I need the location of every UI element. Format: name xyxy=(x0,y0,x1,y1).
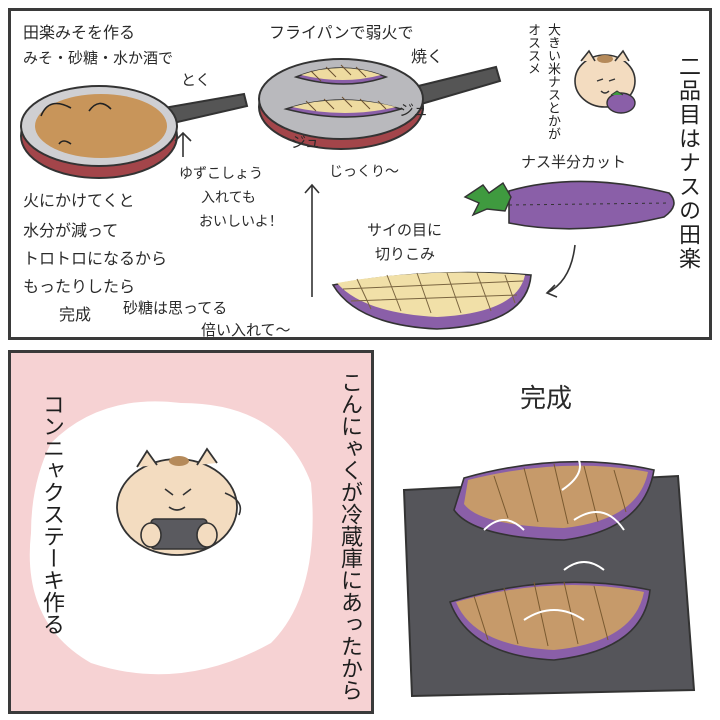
miso-ingredients: みそ・砂糖・水か酒で xyxy=(23,49,174,67)
score-label-line2: 切りこみ xyxy=(375,245,436,263)
heat-instruction-line4: もったりしたら xyxy=(23,277,136,296)
pan-heading-line1: フライパンで弱火で xyxy=(269,23,414,42)
top-comic-panel: 田楽みそを作る みそ・砂糖・水か酒で とく ゆずこしょう 入れても おいしいよ！… xyxy=(8,8,712,340)
vertical-text-left: コンニャクステーキ作る xyxy=(39,393,64,635)
sizzle-sound-2: ジュ xyxy=(291,133,320,151)
miso-heading: 田楽みそを作る xyxy=(23,23,136,42)
cut-half-label: ナス半分カット xyxy=(521,153,627,171)
arrow-up-icon xyxy=(174,131,192,157)
arrow-curved-icon xyxy=(545,244,576,298)
yuzu-note-line1: ゆずこしょう xyxy=(179,166,263,182)
miso-pan-illustration xyxy=(20,85,249,179)
sugar-note-line1: 砂糖は思ってる xyxy=(123,299,228,317)
heat-instruction-line5: 完成 xyxy=(59,305,92,324)
yuzu-note-line3: おいしいよ！ xyxy=(199,214,283,230)
vertical-text-right: こんにゃくが冷蔵庫にあったから xyxy=(337,371,362,701)
sizzle-sound-1: ジュ xyxy=(399,101,428,119)
bottom-left-comic-panel: こんにゃくが冷蔵庫にあったから コンニャクステーキ作る xyxy=(8,350,374,714)
bottom-right-comic-area: 完成 xyxy=(384,350,712,714)
arrow-up-icon xyxy=(304,183,320,297)
heat-instruction-line3: トロトロになるから xyxy=(23,249,168,268)
eggplant-illustration xyxy=(463,180,675,230)
done-label: 完成 xyxy=(520,384,573,414)
sugar-note-line2: 倍い入れて～ xyxy=(201,321,291,339)
yuzu-note-line2: 入れても xyxy=(201,190,256,206)
slowly-note: じっくり～ xyxy=(329,164,399,180)
pig-holding-konjac-icon xyxy=(116,447,242,556)
heat-instruction-line1: 火にかけてくと xyxy=(23,191,135,210)
recommend-note-line1: 大きい米ナスとかが xyxy=(545,23,560,140)
score-label-line1: サイの目に xyxy=(367,221,443,239)
pig-character-icon xyxy=(574,49,636,114)
plated-eggplant-dengaku-illustration xyxy=(402,441,696,698)
scored-eggplant-illustration xyxy=(331,271,532,330)
panel-title: 二品目はナスの田楽 xyxy=(675,55,700,271)
heat-instruction-line2: 水分が減って xyxy=(23,221,119,240)
miso-dissolve: とく xyxy=(181,71,211,89)
recommend-note-line2: オススメ xyxy=(525,23,540,75)
frying-pan-illustration xyxy=(258,58,502,150)
pan-heading-line2: 焼く xyxy=(411,47,444,66)
